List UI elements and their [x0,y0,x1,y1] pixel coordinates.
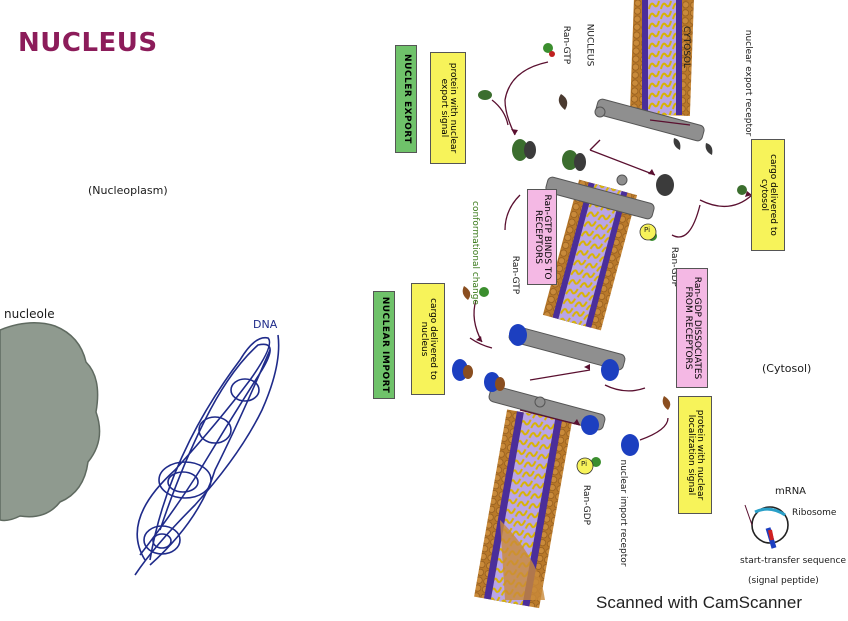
pi-label-bottom: Pi [581,460,588,468]
nucleoplasm-label: (Nucleoplasm) [88,184,168,197]
nuclear-envelope-middle [542,179,638,331]
pi-label-top: Pi [644,226,651,234]
conformational-change-label: conformational change [470,201,480,305]
page-title: NUCLEUS [18,28,158,58]
dna-tangle [134,334,280,576]
pi-circle-bottom [576,457,594,475]
scanner-watermark: Scanned with CamScanner [595,593,802,612]
export-receptor-label: nuclear export receptor [743,29,753,137]
import-receptor-label: nuclear import receptor [618,459,628,567]
nuclear-export-box: NUCLER EXPORT [395,45,417,153]
cargo-cytosol-box: cargo delivered to cytosol [751,139,785,251]
cargo-nucleus-box: cargo delivered to nucleus [411,283,445,395]
cytosol-label: (Cytosol) [762,362,812,375]
export-receptors [478,43,747,196]
start-transfer-label: start-transfer sequence [740,556,846,566]
pi-circle-top [639,223,657,241]
ran-gdp-dissociates-box: Ran-GDP DISSOCIATES FROM RECEPTORS [676,268,708,388]
pore-complex-middle [545,174,655,220]
pathway-arrows [469,61,753,441]
ran-gdp-label-bottom: Ran-GDP [581,484,592,526]
protein-export-signal-box: protein with nuclear export signal [430,52,466,164]
mrna-label: mRNA [775,486,807,497]
ran-gtp-label-top: Ran-GTP [561,25,572,65]
pore-nucleus-label: NUCLEUS [584,23,595,67]
ran-gtp-label-mid: Ran-GTP [510,255,521,295]
nuclear-import-box: NUCLEAR IMPORT [373,291,395,399]
dna-label: DNA [253,318,278,331]
envelope-tail [500,520,545,600]
signal-peptide-label: (signal peptide) [748,576,819,586]
pathway-arrowheads [476,129,752,425]
ribosome-label: Ribosome [792,508,837,518]
nuclear-envelope-top [629,0,695,117]
nucleole-label: nucleole [4,307,55,321]
nucleole-shape [0,322,101,522]
ran-gtp-binds-box: Ran-GTP BINDS TO RECEPTORS [527,189,557,285]
pore-cytosol-label: CYTOSOL [681,25,692,69]
ribosome-inset [744,504,789,549]
protein-localization-box: protein with nuclear localization signal [678,396,712,514]
